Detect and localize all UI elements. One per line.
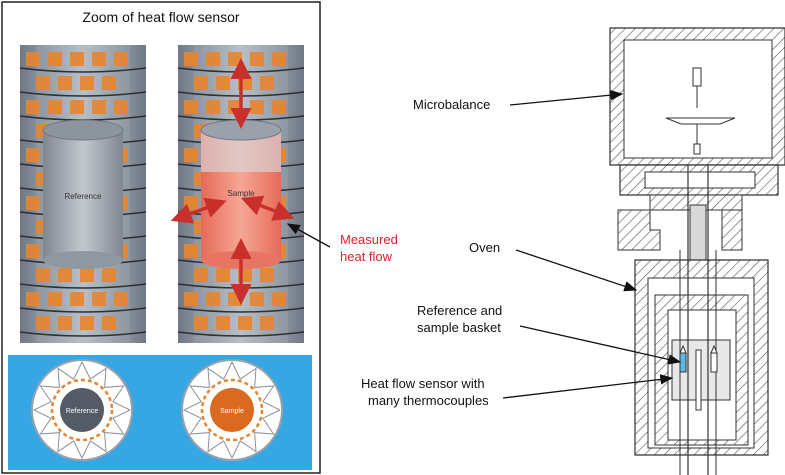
sensor-brick	[26, 148, 40, 162]
sample-cross-section: Sample	[181, 359, 283, 461]
sensor-brick	[36, 268, 50, 282]
measured-label-line1: Measured	[340, 232, 398, 247]
microbalance-label: Microbalance	[413, 97, 490, 112]
sensor-brick	[228, 52, 242, 66]
measured-label-line2: heat flow	[340, 249, 393, 264]
microbalance-housing	[609, 27, 785, 166]
apparatus-labels: Microbalance Oven Reference and sample b…	[361, 89, 682, 408]
sensor-brick	[206, 292, 220, 306]
reference-tube: Reference	[19, 45, 147, 343]
sensor-brick	[114, 292, 128, 306]
sensor-brick	[260, 76, 274, 90]
sensor-brick	[216, 268, 230, 282]
sensor-brick	[58, 268, 72, 282]
sensor-brick	[80, 76, 94, 90]
sensor-ring	[19, 91, 147, 97]
sensor-brick	[48, 52, 62, 66]
sample-crucible-label: Sample	[227, 189, 255, 198]
sensor-brick	[92, 100, 106, 114]
sensor-brick	[114, 100, 128, 114]
sensor-brick	[92, 292, 106, 306]
measured-heat-flow-callout: Measured heat flow	[286, 223, 398, 264]
heat-flow-arrows	[170, 58, 295, 305]
sensor-ring	[19, 307, 147, 313]
sensor-brick	[260, 268, 274, 282]
sensor-brick	[184, 100, 198, 114]
sensor-brick	[184, 292, 198, 306]
sensor-ring	[177, 307, 305, 313]
sensor-label-line2: many thermocouples	[368, 393, 489, 408]
sensor-brick	[184, 244, 198, 258]
sensor-brick	[250, 52, 264, 66]
sensor-brick	[250, 292, 264, 306]
sensor-brick	[216, 316, 230, 330]
sensor-brick	[92, 52, 106, 66]
basket-label-line2: sample basket	[417, 320, 501, 335]
sensor-brick	[102, 76, 116, 90]
reference-basket	[679, 352, 687, 373]
sensor-brick	[58, 76, 72, 90]
sensor-brick	[48, 292, 62, 306]
sensor-ring	[19, 283, 147, 289]
sensor-brick	[114, 52, 128, 66]
sensor-brick	[36, 76, 50, 90]
sensor-brick	[238, 316, 252, 330]
sensor-brick	[272, 100, 286, 114]
oven-body	[634, 165, 769, 475]
sensor-brick	[216, 76, 230, 90]
sensor-brick	[194, 76, 208, 90]
thermocouple-star	[182, 360, 281, 460]
sensor-brick	[48, 100, 62, 114]
sensor-brick	[70, 292, 84, 306]
sensor-brick	[194, 316, 208, 330]
sample-tube: Sample	[170, 45, 305, 343]
sensor-ring	[19, 67, 147, 73]
sensor-brick	[206, 52, 220, 66]
sensor-brick	[102, 268, 116, 282]
sensor-brick	[80, 268, 94, 282]
flange	[617, 164, 779, 261]
sensor-brick	[184, 148, 198, 162]
sensor-brick	[70, 100, 84, 114]
cross-section-band: Reference Sample	[8, 355, 312, 470]
sensor-brick	[80, 316, 94, 330]
sensor-brick	[206, 100, 220, 114]
sensor-brick	[250, 100, 264, 114]
sensor-brick	[26, 244, 40, 258]
reference-cross-section: Reference	[31, 359, 133, 461]
sensor-brick	[272, 292, 286, 306]
sensor-brick	[70, 52, 84, 66]
sample-crucible: Sample	[200, 119, 282, 269]
sensor-brick	[184, 52, 198, 66]
reference-crucible-label: Reference	[65, 192, 102, 201]
zoom-panel: Zoom of heat flow sensor Reference	[1, 1, 321, 474]
sensor-brick	[58, 316, 72, 330]
double-headed-arrow-icon	[170, 197, 227, 224]
sensor-brick	[26, 196, 40, 210]
sensor-brick	[36, 316, 50, 330]
sensor-brick	[26, 100, 40, 114]
reference-crucible: Reference	[42, 119, 124, 269]
basket-label-line1: Reference and	[417, 303, 502, 318]
sensor-brick	[184, 196, 198, 210]
bottom-sample-label: Sample	[220, 408, 244, 415]
sensor-ring	[19, 331, 147, 337]
sensor-brick	[26, 292, 40, 306]
sensor-label-line1: Heat flow sensor with	[361, 376, 485, 391]
bottom-reference-label: Reference	[66, 408, 98, 415]
sensor-brick	[194, 268, 208, 282]
sensor-ring	[177, 331, 305, 337]
thermocouple-star	[32, 360, 131, 460]
double-headed-arrow-icon	[240, 195, 295, 221]
zoom-panel-title: Zoom of heat flow sensor	[82, 9, 240, 25]
sensor-brick	[272, 52, 286, 66]
tga-apparatus	[609, 27, 785, 475]
sample-basket	[710, 352, 718, 373]
sensor-brick	[102, 316, 116, 330]
sensor-brick	[260, 316, 274, 330]
sensor-brick	[26, 52, 40, 66]
oven-label: Oven	[469, 240, 500, 255]
